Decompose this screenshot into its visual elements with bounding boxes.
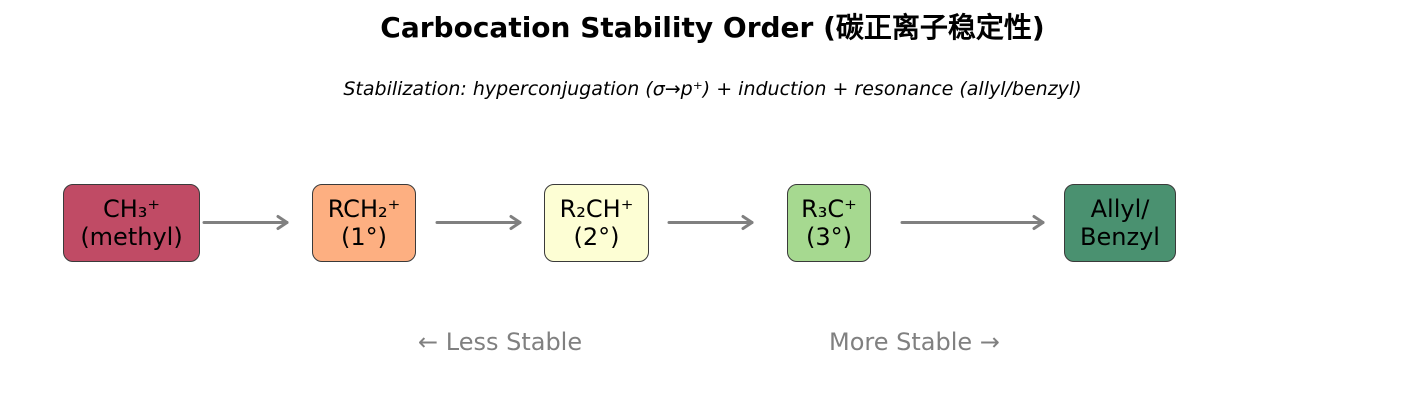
caption-more-stable: More Stable → [829,328,1000,356]
node-tertiary-formula: R₃C⁺ [801,195,857,223]
node-allyl-benzyl-cation: Allyl/ Benzyl [1064,184,1176,262]
diagram-title: Carbocation Stability Order (碳正离子稳定性) [380,11,1045,44]
arrow-1 [202,215,289,230]
node-secondary-cation: R₂CH⁺ (2°) [544,184,649,262]
node-tertiary-cation: R₃C⁺ (3°) [787,184,871,262]
diagram-subtitle: Stabilization: hyperconjugation (σ→p⁺) +… [343,78,1082,100]
node-methyl-label: (methyl) [80,223,183,251]
node-secondary-label: (2°) [573,223,620,251]
arrow-4 [900,215,1045,230]
node-secondary-formula: R₂CH⁺ [559,195,634,223]
node-allyl-benzyl-line1: Allyl/ [1090,195,1150,223]
node-methyl-cation: CH₃⁺ (methyl) [63,184,200,262]
node-tertiary-label: (3°) [806,223,852,251]
node-allyl-benzyl-line2: Benzyl [1080,223,1160,251]
node-primary-label: (1°) [341,223,387,251]
caption-less-stable: ← Less Stable [418,328,583,356]
node-primary-cation: RCH₂⁺ (1°) [312,184,416,262]
node-primary-formula: RCH₂⁺ [327,195,401,223]
arrow-3 [667,215,754,230]
node-methyl-formula: CH₃⁺ [102,195,161,223]
arrow-2 [435,215,522,230]
